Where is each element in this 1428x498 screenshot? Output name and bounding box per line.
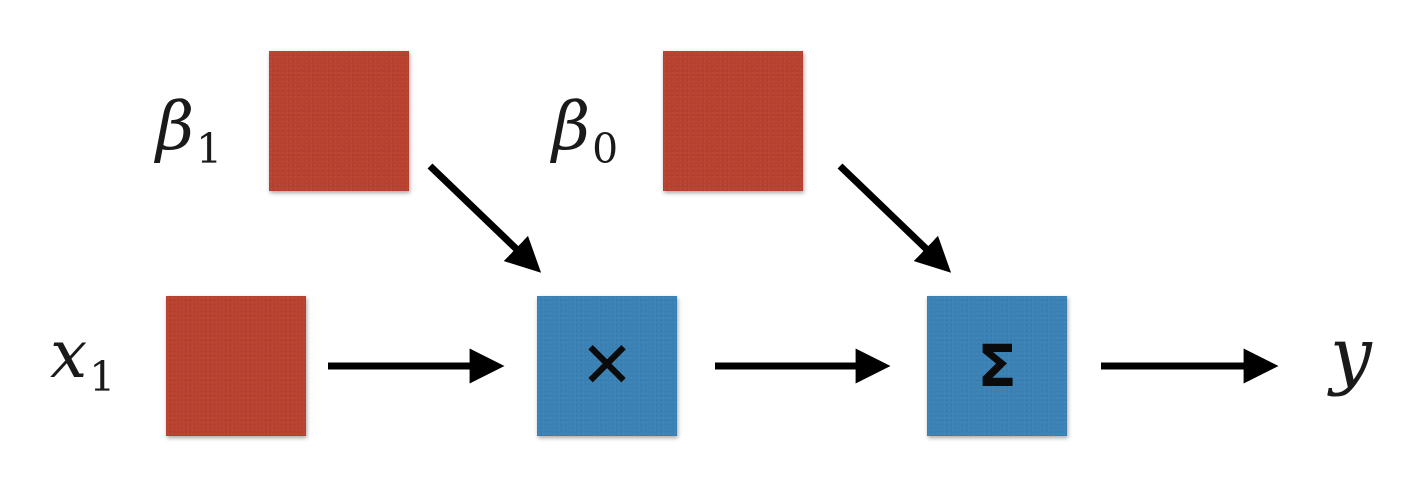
- beta0-symbol: β: [552, 88, 591, 165]
- beta1-node: [269, 51, 409, 191]
- x1-label: x1: [50, 322, 115, 398]
- arrow-beta0-to-sum: [837, 163, 952, 273]
- x1-symbol: x: [50, 316, 88, 393]
- multiply-node: ✕: [537, 296, 677, 436]
- beta1-label: β1: [156, 94, 222, 170]
- multiply-icon: ✕: [580, 329, 634, 403]
- sum-icon: Σ: [977, 332, 1017, 400]
- beta0-node: [663, 51, 803, 191]
- y-symbol: y: [1330, 312, 1372, 398]
- x1-subscript: 1: [89, 353, 116, 402]
- sum-node: Σ: [927, 296, 1067, 436]
- x1-node: [166, 296, 306, 436]
- arrow-beta1-to-multiply: [427, 163, 542, 273]
- beta1-subscript: 1: [196, 125, 223, 174]
- beta0-label: β0: [552, 94, 618, 170]
- beta1-symbol: β: [156, 88, 195, 165]
- beta0-subscript: 0: [592, 125, 619, 174]
- y-label: y: [1330, 318, 1372, 392]
